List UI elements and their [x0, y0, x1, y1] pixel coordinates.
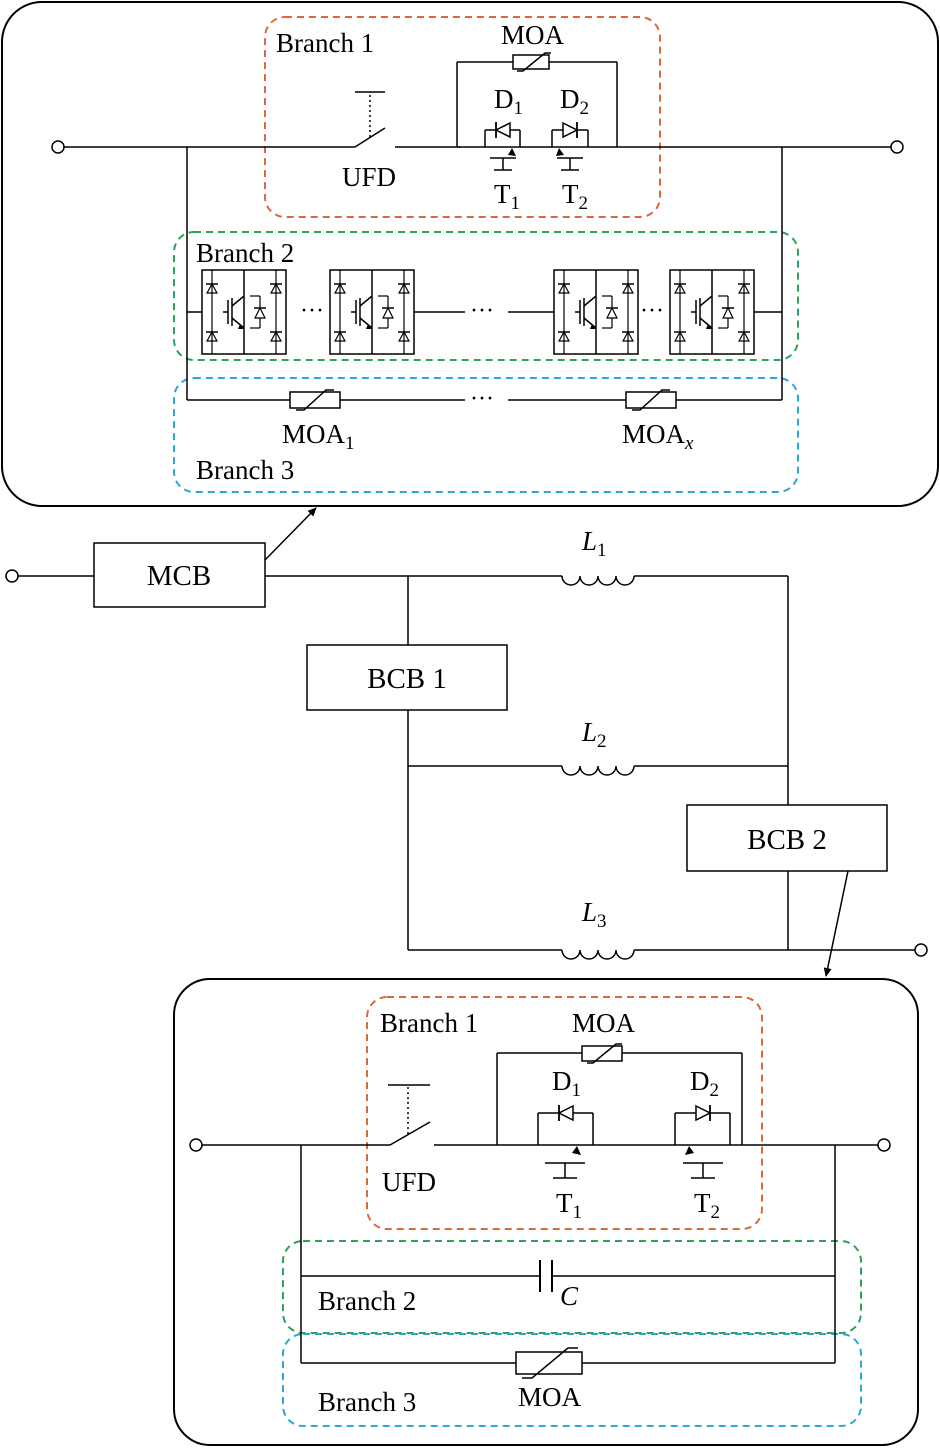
bottom-module: Branch 1 MOA UFD D1 D2 T1 T2 Branch 2 C … [173, 978, 919, 1446]
top-moa1-label: MOA1 [282, 419, 355, 454]
bottom-branch3-box [282, 1333, 862, 1427]
top-branch2-box [173, 231, 799, 361]
top-module-frame [1, 1, 939, 507]
bottom-ufd-label: UFD [382, 1167, 436, 1197]
middle-system: MCB BCB 1 BCB 2 L1 L2 L3 [5, 507, 928, 977]
bottom-d2-label: D2 [690, 1066, 719, 1101]
top-moa-label: MOA [501, 20, 565, 50]
top-d1-label: D1 [494, 84, 523, 119]
bottom-branch2-box [282, 1240, 862, 1334]
top-ufd-switch [354, 91, 386, 148]
bottom-moa-top-label: MOA [572, 1008, 636, 1038]
bottom-c-label: C [560, 1281, 579, 1311]
l3-label: L3 [581, 897, 607, 932]
l2-inductor [561, 765, 635, 776]
bcb2-box [686, 804, 888, 872]
top-module: ··· ··· ··· ··· Branch 1 MOA UFD D1 D2 T… [1, 1, 939, 507]
bottom-d2-diode [674, 1104, 731, 1145]
mcb-detail-arrow [264, 507, 317, 561]
top-d2-diode [551, 121, 589, 147]
bottom-ufd-switch [388, 1084, 431, 1146]
top-moax-label: MOAx [622, 419, 694, 454]
bottom-t1-igbt [545, 1146, 585, 1179]
mcb-label: MCB [147, 560, 211, 592]
top-branch3-moa1 [289, 389, 341, 411]
bottom-left-terminal [189, 1138, 203, 1152]
top-branch2-dots-1: ··· [300, 298, 324, 324]
top-branch3-ellipsis: ··· [470, 386, 494, 412]
mcb-box [93, 542, 266, 608]
bcb1-label: BCB 1 [367, 663, 447, 695]
bottom-t2-igbt [683, 1146, 723, 1179]
bottom-t2-label: T2 [694, 1188, 720, 1223]
top-branch2-dots-2: ··· [640, 298, 664, 324]
bottom-branch1-moa [581, 1043, 623, 1064]
bottom-d1-label: D1 [552, 1066, 581, 1101]
bottom-capacitor [539, 1260, 553, 1292]
top-branch3-label: Branch 3 [196, 455, 294, 485]
top-branch2-cell-3 [554, 270, 638, 354]
top-branch3-moax [625, 389, 677, 411]
top-branch2-label: Branch 2 [196, 238, 294, 268]
top-left-terminal [51, 140, 65, 154]
top-t2-label: T2 [562, 179, 588, 214]
bottom-branch2-label: Branch 2 [318, 1286, 416, 1316]
bcb1-box [306, 644, 508, 711]
top-branch3-box [173, 377, 799, 493]
top-branch2-cell-2 [330, 270, 414, 354]
bcb2-detail-arrow [823, 870, 849, 977]
top-branch2-ellipsis: ··· [470, 298, 494, 324]
top-ufd-label: UFD [342, 162, 396, 192]
top-t1-igbt [490, 148, 516, 171]
output-terminal [914, 943, 928, 957]
bottom-branch1-label: Branch 1 [380, 1008, 478, 1038]
bottom-d1-diode [537, 1104, 594, 1145]
bottom-branch3-label: Branch 3 [318, 1387, 416, 1417]
bottom-branch1-box [366, 996, 763, 1230]
l1-label: L1 [581, 526, 607, 561]
top-branch1-label: Branch 1 [276, 28, 374, 58]
top-t1-label: T1 [494, 179, 520, 214]
bottom-right-terminal [877, 1138, 891, 1152]
bottom-moa-bottom-label: MOA [518, 1382, 582, 1412]
bottom-t1-label: T1 [556, 1188, 582, 1223]
top-d1-diode [484, 121, 521, 147]
top-d2-label: D2 [560, 84, 589, 119]
bottom-module-frame [173, 978, 919, 1446]
top-branch1-moa [512, 52, 551, 72]
l1-inductor [561, 575, 635, 586]
bottom-branch3-moa [515, 1347, 583, 1379]
top-t2-igbt [556, 148, 583, 171]
l2-label: L2 [581, 717, 607, 752]
l3-inductor [561, 949, 635, 960]
top-right-terminal [890, 140, 904, 154]
top-branch2-cell-4 [670, 270, 754, 354]
input-terminal [5, 569, 19, 583]
top-branch2-cell-1 [202, 270, 286, 354]
bcb2-label: BCB 2 [747, 824, 827, 856]
